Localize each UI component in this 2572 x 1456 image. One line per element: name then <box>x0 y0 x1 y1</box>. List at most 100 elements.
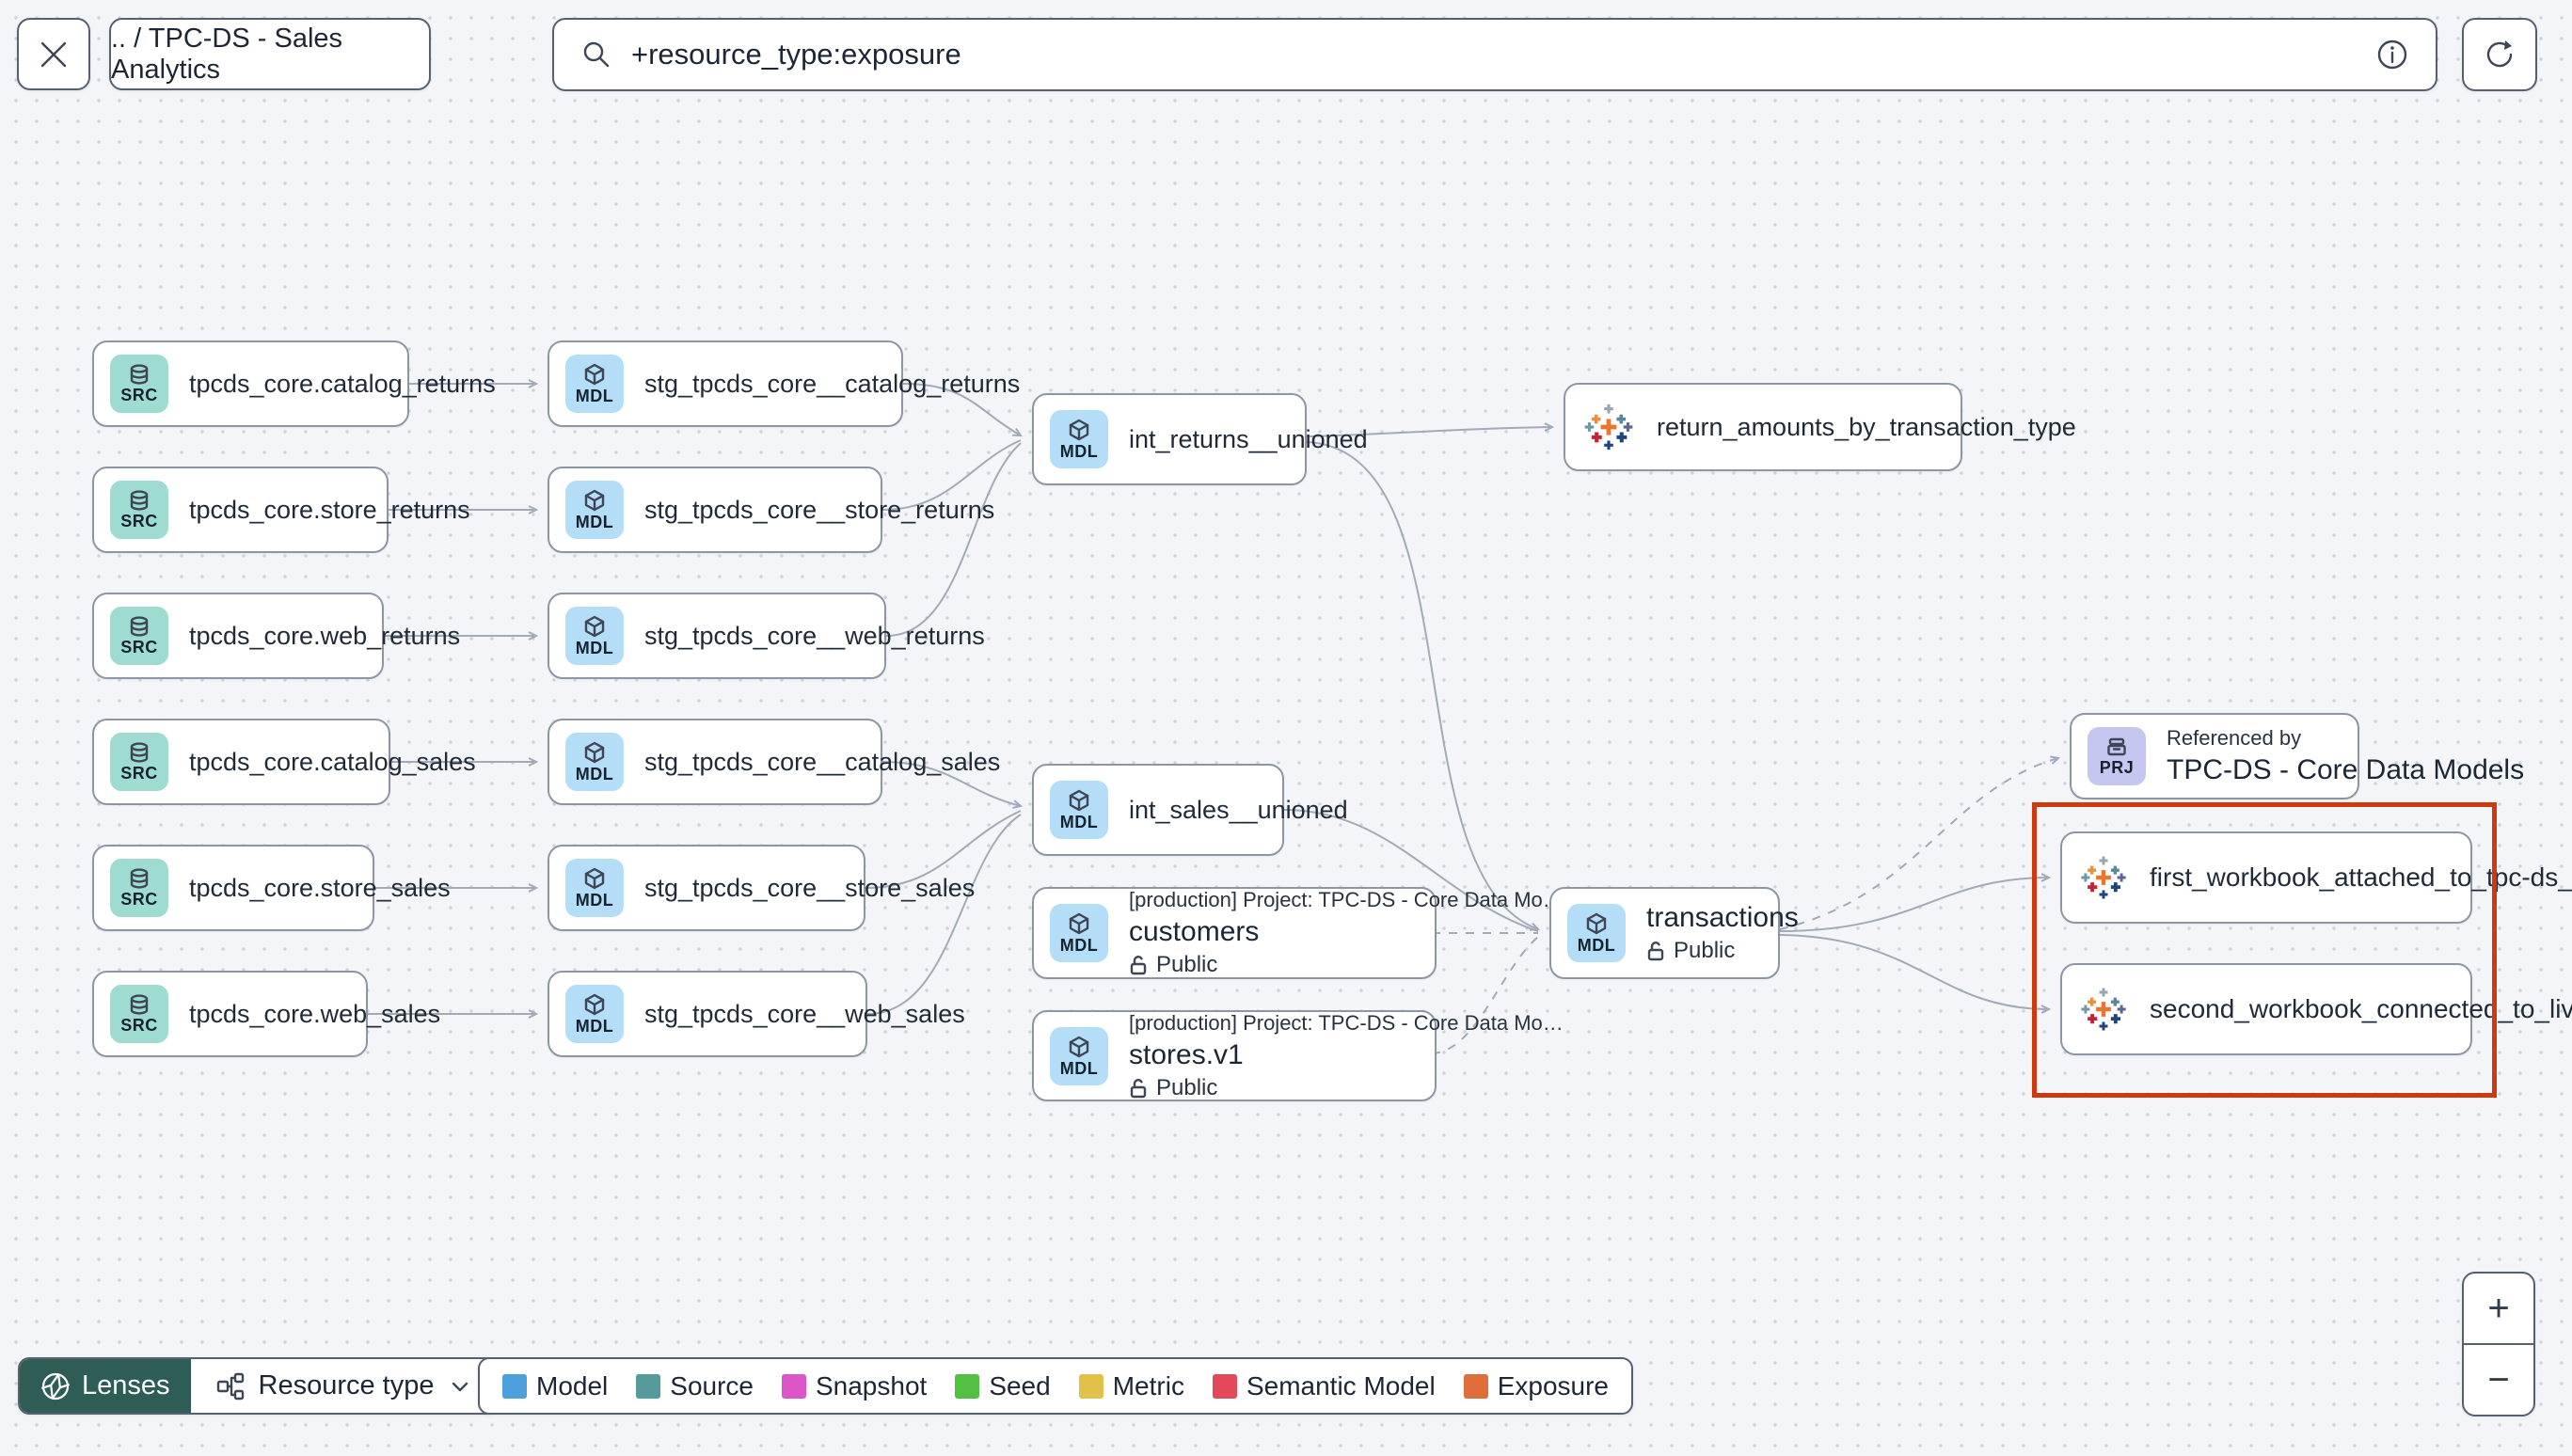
legend-item-seed: Seed <box>955 1371 1051 1401</box>
node-int-sales-unioned[interactable]: MDL int_sales__unioned <box>1032 764 1348 856</box>
cube-icon <box>584 741 605 764</box>
lenses-button[interactable]: Lenses <box>20 1359 191 1413</box>
database-icon <box>130 994 149 1015</box>
zoom-out-button[interactable]: − <box>2487 1358 2510 1401</box>
refresh-button[interactable] <box>2462 18 2537 91</box>
node-source-web-sales[interactable]: SRC tpcds_core.web_sales <box>92 971 440 1057</box>
referenced-by-label: Referenced by <box>2167 726 2302 750</box>
legend-swatch <box>1212 1373 1237 1399</box>
project-label: [production] Project: TPC-DS - Core Data… <box>1129 1010 1564 1035</box>
legend-item-model: Model <box>502 1371 608 1401</box>
breadcrumb-label: .. / TPC-DS - Sales Analytics <box>111 23 343 85</box>
close-button[interactable] <box>17 18 90 90</box>
node-stg-web-sales[interactable]: MDL stg_tpcds_core__web_sales <box>548 971 965 1057</box>
resource-type-label: Resource type <box>258 1370 435 1401</box>
node-exposure-return-amounts[interactable]: return_amounts_by_transaction_type <box>1564 383 2076 471</box>
legend-item-exposure: Exposure <box>1463 1371 1609 1401</box>
source-badge: SRC <box>110 607 168 665</box>
archive-box-icon <box>2107 737 2126 756</box>
source-badge: SRC <box>110 733 168 791</box>
legend-item-metric: Metric <box>1078 1371 1184 1401</box>
database-icon <box>130 742 149 763</box>
cube-icon <box>1069 789 1089 812</box>
node-stores-v1[interactable]: MDL [production] Project: TPC-DS - Core … <box>1032 1010 1564 1101</box>
project-badge: PRJ <box>2088 727 2146 785</box>
node-stg-store-returns[interactable]: MDL stg_tpcds_core__store_returns <box>548 467 994 553</box>
cube-icon <box>1069 419 1089 441</box>
node-source-catalog-sales[interactable]: SRC tpcds_core.catalog_sales <box>92 719 476 805</box>
node-exposure-first-workbook[interactable]: first_workbook_attached_to_tpc-ds_-_… <box>2060 831 2572 924</box>
search-bar[interactable] <box>552 18 2437 91</box>
legend-swatch <box>636 1373 661 1399</box>
search-input[interactable] <box>631 38 2357 71</box>
node-source-catalog-returns[interactable]: SRC tpcds_core.catalog_returns <box>92 340 496 427</box>
model-badge: MDL <box>565 481 624 539</box>
source-badge: SRC <box>110 859 168 917</box>
database-icon <box>130 616 149 637</box>
legend: Model Source Snapshot Seed Metric Semant… <box>478 1357 1634 1415</box>
aperture-icon <box>41 1372 70 1400</box>
breadcrumb[interactable]: .. / TPC-DS - Sales Analytics <box>109 18 431 90</box>
cube-icon <box>1586 912 1607 935</box>
source-badge: SRC <box>110 355 168 413</box>
source-badge: SRC <box>110 985 168 1043</box>
cube-icon <box>584 615 605 638</box>
tableau-icon <box>2081 856 2126 899</box>
unlock-icon <box>1130 956 1147 975</box>
model-name: transactions <box>1646 902 1799 933</box>
model-badge: MDL <box>565 733 624 791</box>
node-source-store-returns[interactable]: SRC tpcds_core.store_returns <box>92 467 470 553</box>
node-source-store-sales[interactable]: SRC tpcds_core.store_sales <box>92 845 451 931</box>
tableau-icon <box>2081 988 2126 1031</box>
legend-item-snapshot: Snapshot <box>781 1371 927 1401</box>
project-label: [production] Project: TPC-DS - Core Data… <box>1129 888 1564 911</box>
model-badge: MDL <box>565 859 624 917</box>
node-source-web-returns[interactable]: SRC tpcds_core.web_returns <box>92 593 460 679</box>
access-row: Public <box>1129 1075 1564 1101</box>
access-row: Public <box>1646 938 1799 964</box>
database-icon <box>130 490 149 511</box>
access-row: Public <box>1129 952 1564 978</box>
model-name: customers <box>1129 916 1260 947</box>
model-badge: MDL <box>1567 904 1626 962</box>
legend-swatch <box>955 1373 980 1399</box>
resource-type-icon <box>216 1372 244 1400</box>
model-badge: MDL <box>565 985 624 1043</box>
legend-item-source: Source <box>636 1371 754 1401</box>
node-int-returns-unioned[interactable]: MDL int_returns__unioned <box>1032 393 1368 485</box>
model-badge: MDL <box>1050 1026 1108 1085</box>
model-name: stores.v1 <box>1129 1038 1244 1070</box>
node-customers[interactable]: MDL [production] Project: TPC-DS - Core … <box>1032 887 1564 979</box>
model-badge: MDL <box>565 607 624 665</box>
legend-swatch <box>502 1373 527 1399</box>
info-icon[interactable] <box>2375 38 2409 71</box>
cube-icon <box>1069 912 1089 935</box>
source-badge: SRC <box>110 481 168 539</box>
zoom-in-button[interactable]: + <box>2464 1274 2533 1345</box>
referenced-project-name: TPC-DS - Core Data Models <box>2167 754 2525 785</box>
cube-icon <box>1069 1036 1089 1057</box>
node-exposure-second-workbook[interactable]: second_workbook_connected_to_live… <box>2060 963 2572 1055</box>
model-badge: MDL <box>1050 781 1108 839</box>
resource-type-dropdown[interactable]: Resource type <box>190 1359 497 1413</box>
node-stg-catalog-sales[interactable]: MDL stg_tpcds_core__catalog_sales <box>548 719 1000 805</box>
database-icon <box>130 364 149 385</box>
node-stg-catalog-returns[interactable]: MDL stg_tpcds_core__catalog_returns <box>548 340 1020 427</box>
node-referenced-by-project[interactable]: PRJ Referenced by TPC-DS - Core Data Mod… <box>2070 713 2524 799</box>
cube-icon <box>584 993 605 1016</box>
close-icon <box>40 41 67 67</box>
legend-item-semantic-model: Semantic Model <box>1212 1371 1436 1401</box>
lens-controls: Lenses Resource type <box>18 1357 499 1415</box>
zoom-controls: + − <box>2462 1272 2535 1416</box>
legend-swatch <box>1463 1373 1488 1399</box>
cube-icon <box>584 489 605 512</box>
node-transactions[interactable]: MDL transactions Public <box>1549 887 1799 979</box>
model-badge: MDL <box>1050 410 1108 468</box>
database-icon <box>130 868 149 889</box>
unlock-icon <box>1647 942 1664 961</box>
node-stg-store-sales[interactable]: MDL stg_tpcds_core__store_sales <box>548 845 975 931</box>
node-stg-web-returns[interactable]: MDL stg_tpcds_core__web_returns <box>548 593 985 679</box>
cube-icon <box>584 363 605 386</box>
model-badge: MDL <box>565 355 624 413</box>
